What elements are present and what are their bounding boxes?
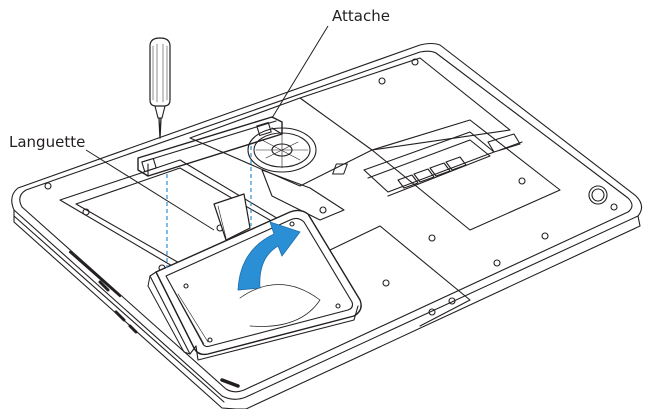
lift-arrow-icon — [237, 221, 301, 291]
alignment-guides — [166, 146, 252, 268]
leader-lines — [85, 25, 329, 231]
cooling-fan — [247, 127, 317, 173]
bracket-label: Attache — [332, 7, 390, 25]
pull-tab — [213, 193, 251, 241]
screwdriver — [149, 37, 171, 139]
screw-holes — [44, 58, 618, 316]
laptop-bottom-case — [11, 42, 643, 409]
memory-module — [332, 131, 523, 197]
tab-label: Languette — [9, 133, 86, 151]
retaining-bracket — [137, 116, 283, 177]
speaker-circle — [588, 185, 608, 205]
